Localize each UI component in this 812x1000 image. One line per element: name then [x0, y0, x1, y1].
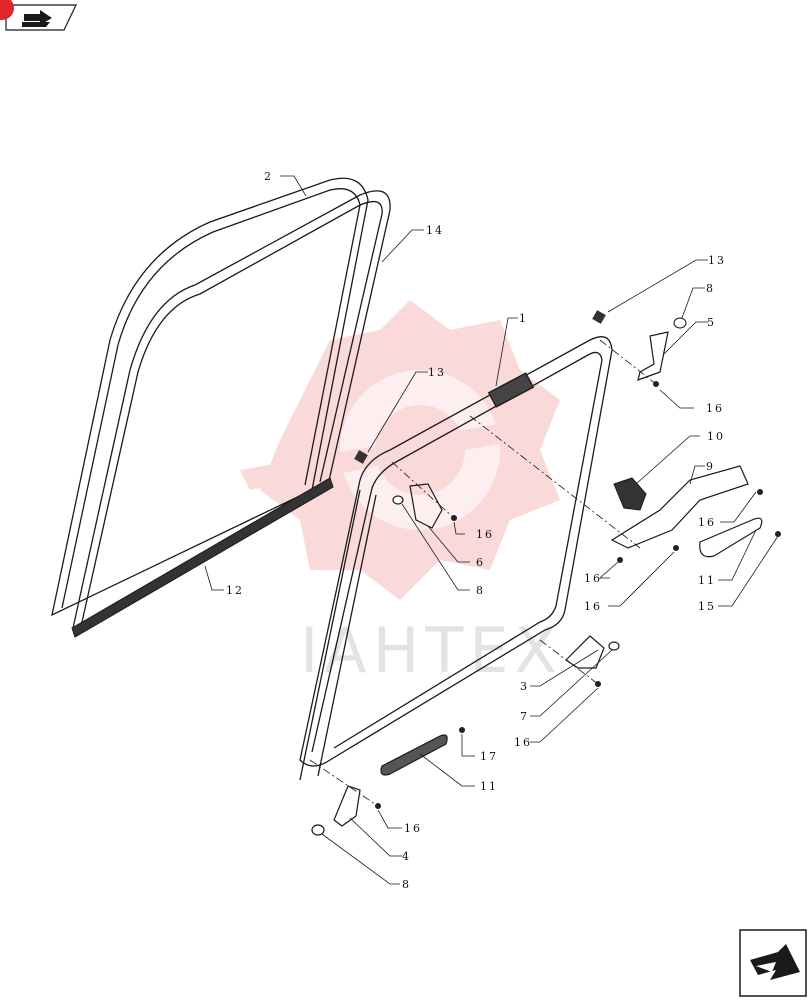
gear-logo: [260, 300, 560, 600]
back-nav-button[interactable]: [0, 0, 77, 31]
callout-1: 1: [519, 312, 528, 325]
callout-16-bracket: 16: [476, 528, 494, 541]
callout-8-mid: 8: [476, 584, 485, 597]
callout-6: 6: [476, 556, 485, 569]
next-page-button[interactable]: [739, 929, 807, 997]
callout-8-top: 8: [706, 282, 715, 295]
callout-15: 15: [698, 600, 716, 613]
callout-8-bottom: 8: [402, 878, 411, 891]
part-1-door-frame: [299, 336, 613, 781]
part-9-handle-bracket: [610, 465, 749, 549]
part-5-bracket: [637, 331, 669, 381]
part-8-a: [673, 317, 687, 329]
callout-12: 12: [226, 584, 244, 597]
callout-13-top: 13: [708, 254, 726, 267]
callout-17: 17: [480, 750, 498, 763]
callout-16-upper: 16: [706, 402, 724, 415]
callout-9: 9: [706, 460, 715, 473]
callout-13-mid: 13: [428, 366, 446, 379]
callout-14: 14: [426, 224, 444, 237]
callout-5: 5: [707, 316, 716, 329]
leader-lines: [204, 175, 779, 885]
callout-3: 3: [520, 680, 529, 693]
watermark-text: IAHTEX: [300, 614, 563, 687]
callout-16-right: 16: [698, 516, 716, 529]
part-4-hinge: [311, 785, 361, 836]
part-2-glass: [51, 177, 369, 617]
part-3-hinge: [565, 635, 620, 669]
callout-11-right: 11: [698, 574, 716, 587]
part-11-inner-handle: [380, 517, 763, 776]
callout-10: 10: [707, 430, 725, 443]
callout-7: 7: [520, 710, 529, 723]
part-14-seal: [72, 190, 391, 629]
callout-16-bottom: 16: [404, 822, 422, 835]
callout-16-lower: 16: [584, 600, 602, 613]
center-lines: [309, 339, 657, 807]
next-page-arrow-icon: [750, 944, 800, 980]
part-13-a: [592, 310, 606, 324]
callout-16-latch: 16: [584, 572, 602, 585]
callout-2: 2: [264, 170, 273, 183]
part-13-b: [354, 450, 368, 464]
badge-dot: [0, 0, 14, 20]
callout-11-bottom: 11: [480, 780, 498, 793]
part-10-latch: [613, 477, 647, 511]
part-12-bottom-strip: [71, 477, 334, 638]
part-6-bracket: [392, 483, 443, 529]
callout-16-hinge: 16: [514, 736, 532, 749]
back-arrow-icon: [22, 10, 52, 27]
watermark: [240, 300, 560, 600]
callout-4: 4: [402, 850, 411, 863]
